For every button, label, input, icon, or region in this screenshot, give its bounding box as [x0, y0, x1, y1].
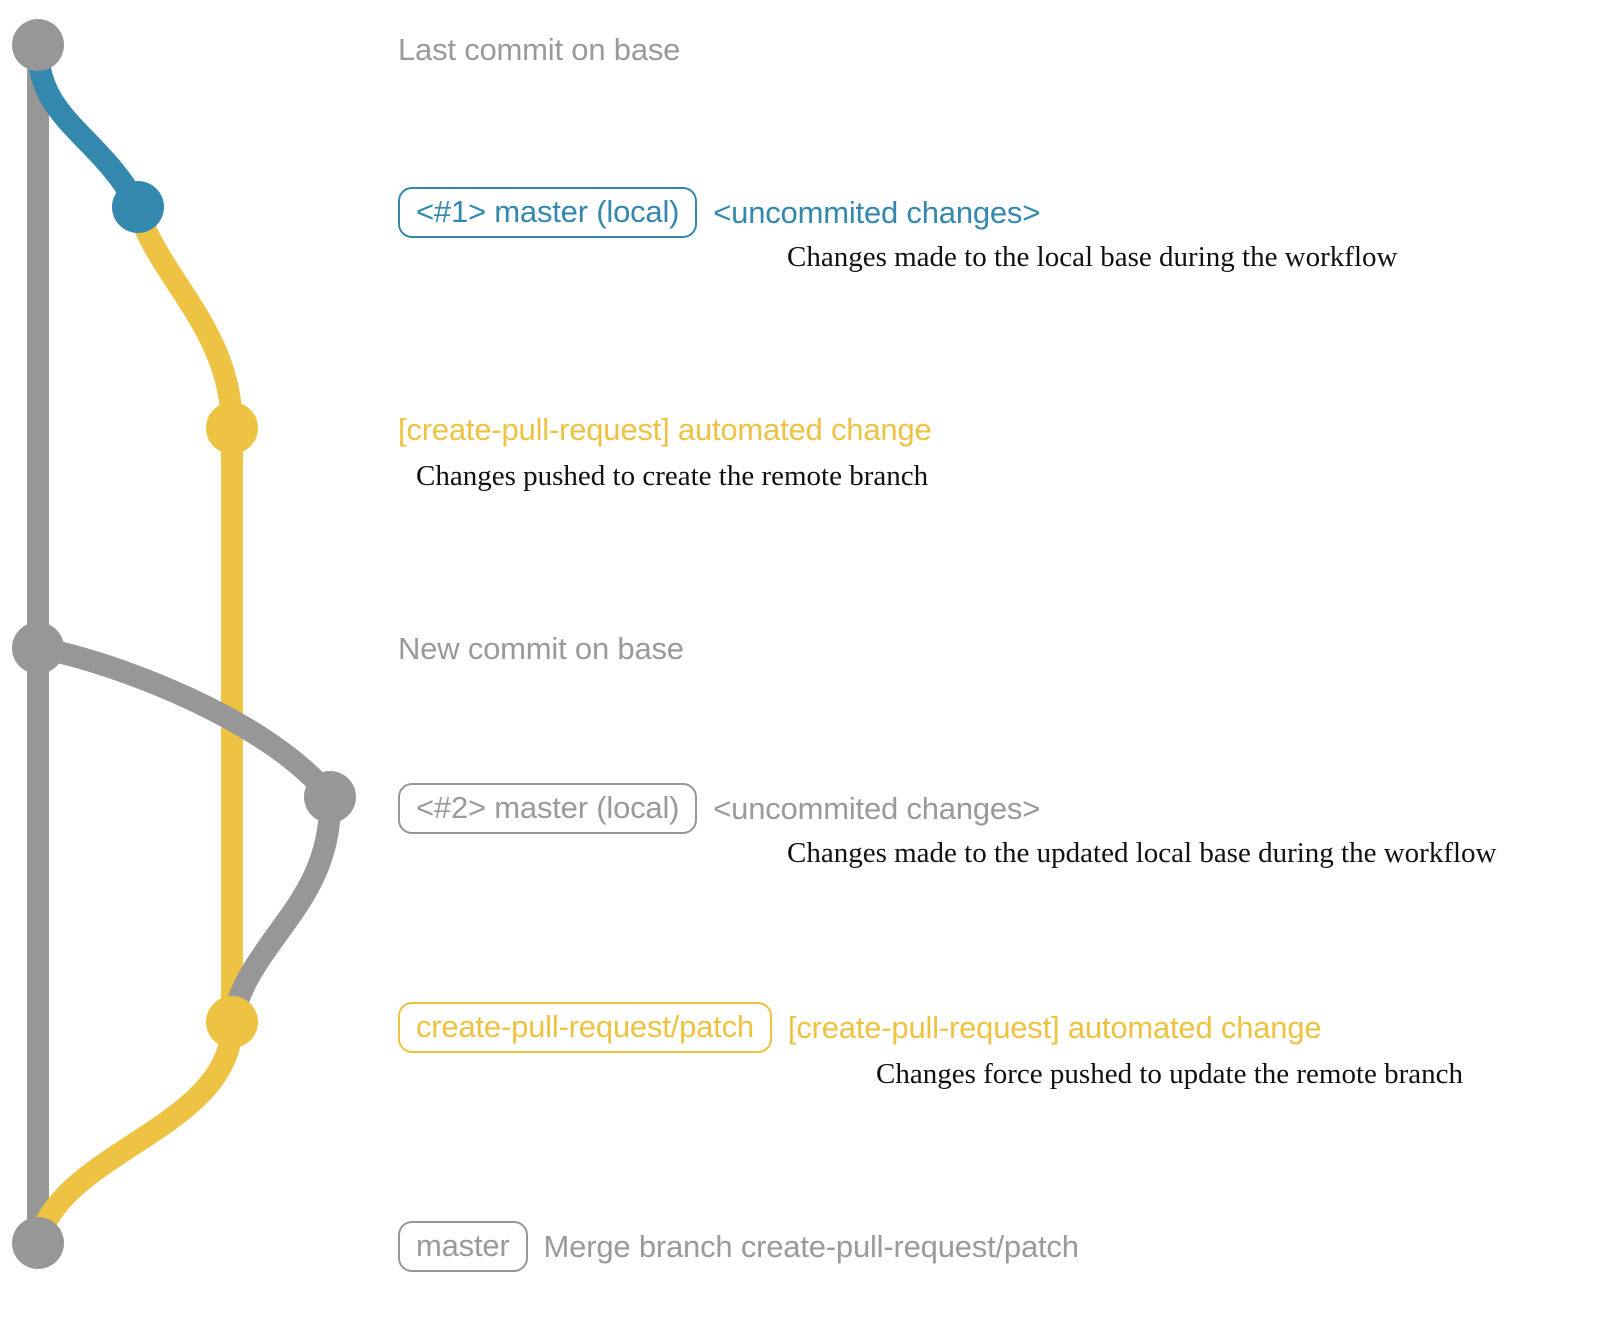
commit-message-automated-change-1: [create-pull-request] automated change — [398, 412, 932, 447]
git-graph — [12, 19, 356, 1269]
patch-merge-edge — [27, 1014, 243, 1254]
commit-message-patch-branch: [create-pull-request] automated change — [787, 1010, 1322, 1045]
branch-pill-local-1[interactable]: <#1> master (local) — [398, 187, 698, 238]
branch-pill-local-2[interactable]: <#2> master (local) — [398, 783, 698, 834]
commit-node-automated-change-1[interactable] — [206, 402, 258, 454]
commit-node-master-merge[interactable] — [12, 1217, 64, 1269]
description-patch-branch: Changes force pushed to update the remot… — [876, 1058, 1464, 1090]
commit-node-local-1[interactable] — [112, 181, 164, 233]
patch-branch-edge-1 — [127, 199, 243, 439]
commit-message-local-1: <uncommited changes> — [713, 195, 1041, 230]
commit-message-master-merge: Merge branch create-pull-request/patch — [543, 1229, 1079, 1264]
description-local-2: Changes made to the updated local base d… — [787, 837, 1497, 869]
description-local-1: Changes made to the local base during th… — [787, 241, 1398, 273]
annotation-row-local-2: <#2> master (local) <uncommited changes> — [398, 783, 1040, 834]
commit-node-new-commit-on-base[interactable] — [12, 622, 64, 674]
branch-pill-patch[interactable]: create-pull-request/patch — [398, 1002, 772, 1053]
commit-node-local-2[interactable] — [304, 771, 356, 823]
base-to-local-2-edge — [27, 637, 341, 808]
annotation-row-last-commit: Last commit on base — [398, 34, 680, 65]
annotation-row-patch-branch: create-pull-request/patch [create-pull-r… — [398, 1002, 1322, 1053]
commit-node-last-commit-on-base[interactable] — [12, 19, 64, 71]
branch-pill-local-2-label: <#2> master (local) — [416, 790, 680, 825]
commit-node-patch-branch[interactable] — [206, 996, 258, 1048]
branch-pill-master-label: master — [416, 1228, 510, 1263]
commit-message-local-2: <uncommited changes> — [713, 791, 1041, 826]
local-branch-edge-1 — [27, 37, 149, 218]
branch-pill-patch-label: create-pull-request/patch — [416, 1009, 754, 1044]
local-2-to-patch-edge — [221, 789, 342, 1033]
annotation-row-new-commit: New commit on base — [398, 633, 684, 664]
description-automated-change-1: Changes pushed to create the remote bran… — [416, 460, 929, 492]
branch-pill-local-1-label: <#1> master (local) — [416, 194, 680, 229]
commit-message-last-commit: Last commit on base — [398, 32, 681, 67]
annotation-row-local-1: <#1> master (local) <uncommited changes> — [398, 187, 1040, 238]
annotation-row-automated-change-1: [create-pull-request] automated change — [398, 414, 932, 445]
annotation-row-master-merge: master Merge branch create-pull-request/… — [398, 1221, 1079, 1272]
commit-message-new-commit: New commit on base — [398, 631, 684, 666]
branch-pill-master[interactable]: master — [398, 1221, 528, 1272]
